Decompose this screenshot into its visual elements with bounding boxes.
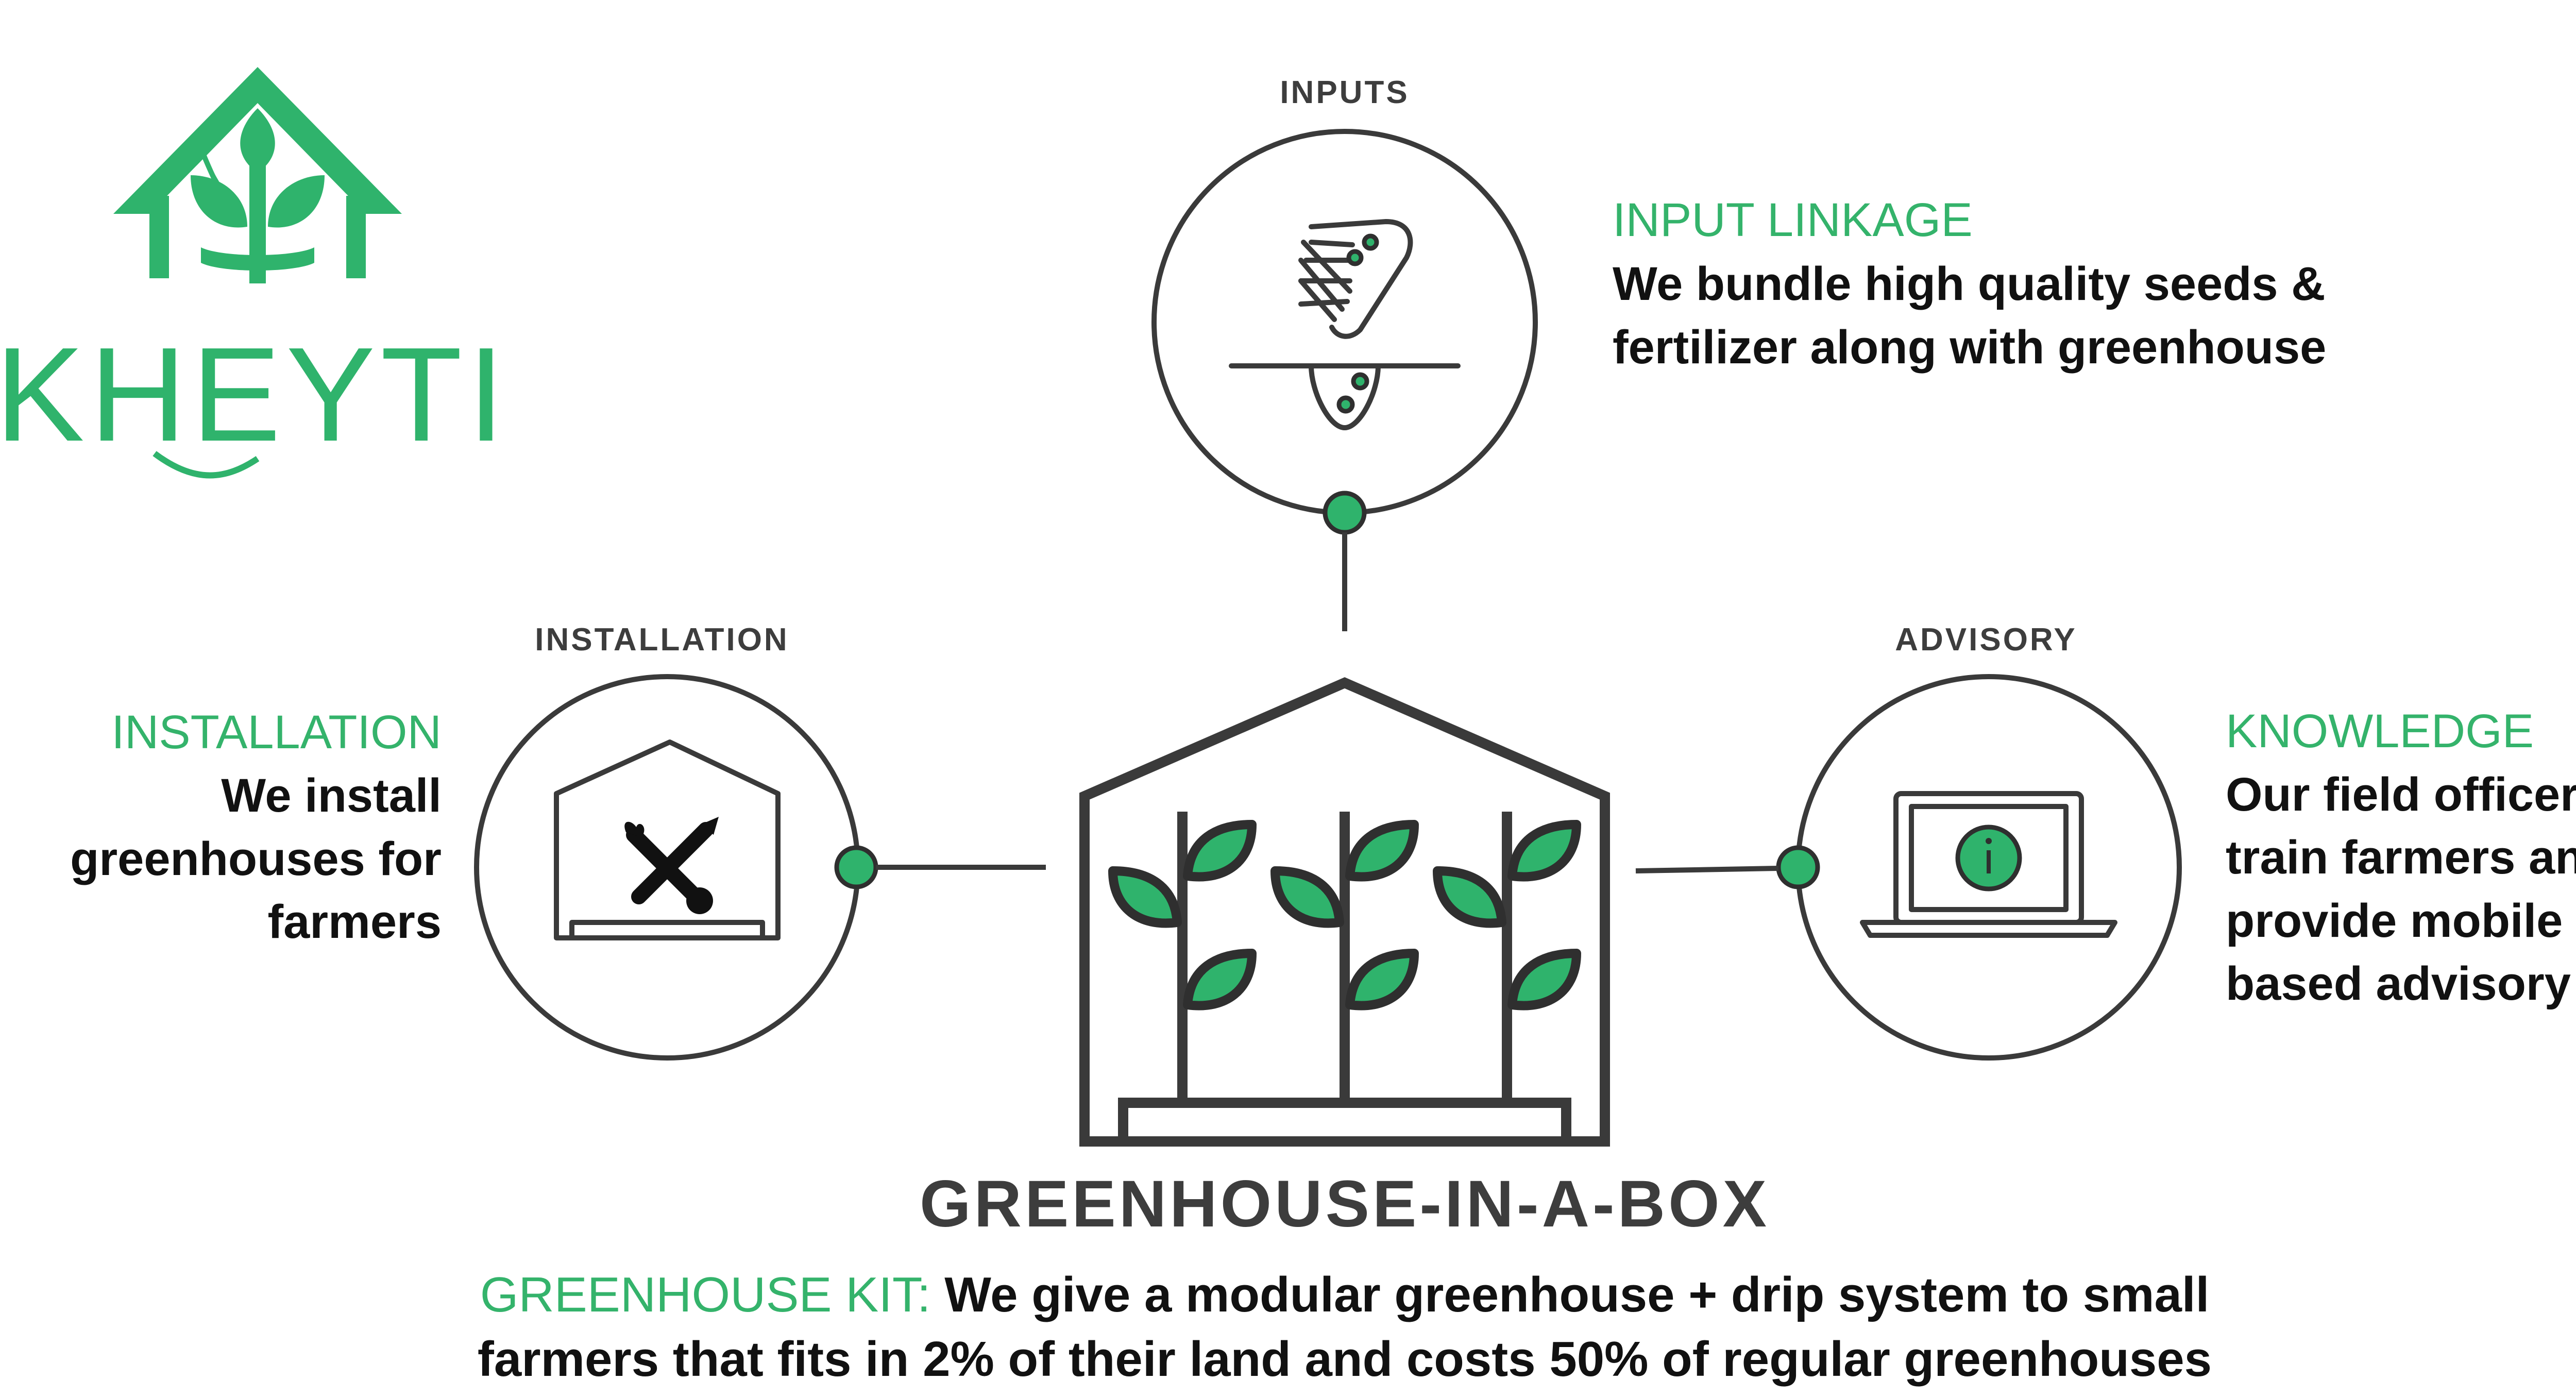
advisory-label: ADVISORY — [1895, 622, 2077, 658]
kit-line-1: GREENHOUSE KIT: We give a modular greenh… — [480, 1267, 2209, 1322]
inputs-line-2: fertilizer along with greenhouse — [1613, 321, 2326, 374]
kit-heading: GREENHOUSE KIT: — [480, 1267, 931, 1322]
center-title: GREENHOUSE-IN-A-BOX — [920, 1167, 1770, 1241]
advisory-line-1: Our field officers — [2226, 768, 2576, 821]
advisory-heading: KNOWLEDGE — [2226, 705, 2534, 758]
advisory-line-3: provide mobile — [2226, 895, 2563, 947]
inputs-heading: INPUT LINKAGE — [1613, 194, 1973, 246]
advisory-connector-dot — [1776, 845, 1820, 889]
logo-text: KHEYTI — [0, 320, 510, 469]
installation-line-3: farmers — [267, 896, 442, 948]
kit-line-1-text: We give a modular greenhouse + drip syst… — [931, 1267, 2210, 1322]
kit-line-2: farmers that fits in 2% of their land an… — [478, 1332, 2212, 1387]
advisory-connector-line — [1635, 866, 1779, 873]
kheyti-logo-icon — [113, 67, 402, 283]
inputs-connector-dot — [1323, 491, 1367, 535]
inputs-line-1: We bundle high quality seeds & — [1613, 258, 2326, 310]
logo-swash — [152, 451, 260, 479]
installation-label: INSTALLATION — [535, 622, 789, 658]
advisory-line-2: train farmers and — [2226, 831, 2576, 884]
inputs-circle — [1151, 129, 1538, 515]
installation-line-2: greenhouses for — [70, 833, 442, 885]
laptop-info-icon — [1860, 791, 2117, 938]
seed-hand-icon — [1229, 219, 1461, 430]
installation-line-1: We install — [221, 769, 442, 822]
installation-heading: INSTALLATION — [111, 706, 442, 759]
greenhouse-tools-icon — [554, 739, 781, 940]
inputs-label: INPUTS — [1280, 75, 1409, 110]
installation-connector-dot — [834, 845, 878, 889]
greenhouse-plants-icon — [1079, 677, 1610, 1147]
advisory-line-4: based advisory — [2226, 957, 2571, 1010]
